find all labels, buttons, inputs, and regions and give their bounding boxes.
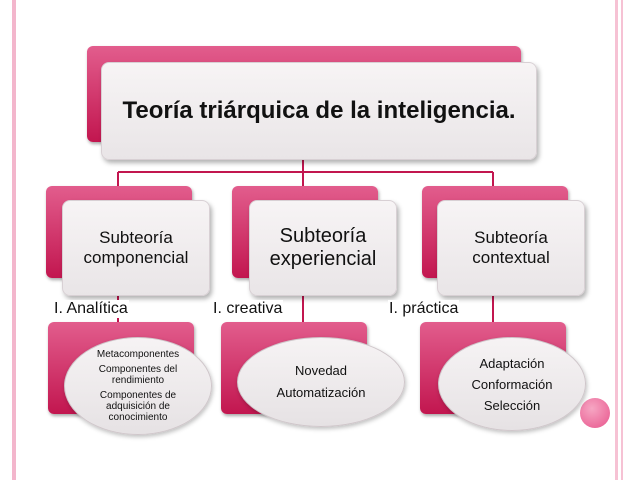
experiencial-line-1: Subteoría: [279, 225, 367, 247]
item-novedad: Novedad: [294, 363, 348, 378]
componencial-items-oval: Metacomponentes Componentes del rendimie…: [64, 337, 212, 435]
title-box: Teoría triárquica de la inteligencia.: [101, 62, 537, 160]
item-componentes-rendimiento: Componentes del rendimiento: [98, 364, 178, 386]
item-componentes-adquisicion: Componentes de adquisición de conocimien…: [99, 390, 177, 423]
contextual-line-1: Subteoría: [474, 228, 548, 247]
left-decorative-rule: [12, 0, 16, 480]
level-creativa: I. creativa: [212, 300, 284, 318]
item-conformacion: Conformación: [471, 376, 553, 392]
diagram-title: Teoría triárquica de la inteligencia.: [122, 97, 516, 124]
subteoria-componencial-box: Subteoría componencial: [62, 200, 210, 296]
experiencial-line-2: experiencial: [269, 248, 377, 270]
subteoria-contextual-box: Subteoría contextual: [437, 200, 585, 296]
level-practica: I. práctica: [388, 300, 460, 318]
level-analitica: I. Analítica: [53, 300, 129, 318]
item-metacomponentes: Metacomponentes: [96, 349, 180, 360]
experiencial-items-oval: Novedad Automatización: [237, 337, 405, 427]
item-adaptacion: Adaptación: [479, 355, 545, 371]
right-decorative-rule-inner: [621, 0, 623, 480]
contextual-line-2: contextual: [472, 248, 550, 267]
subteoria-experiencial-box: Subteoría experiencial: [249, 200, 397, 296]
item-automatizacion: Automatización: [276, 385, 366, 400]
decorative-dot: [580, 398, 610, 428]
item-seleccion: Selección: [483, 397, 541, 413]
componencial-line-2: componencial: [83, 248, 189, 267]
contextual-items-oval: Adaptación Conformación Selección: [438, 337, 586, 431]
right-decorative-rule: [615, 0, 618, 480]
componencial-line-1: Subteoría: [99, 228, 173, 247]
